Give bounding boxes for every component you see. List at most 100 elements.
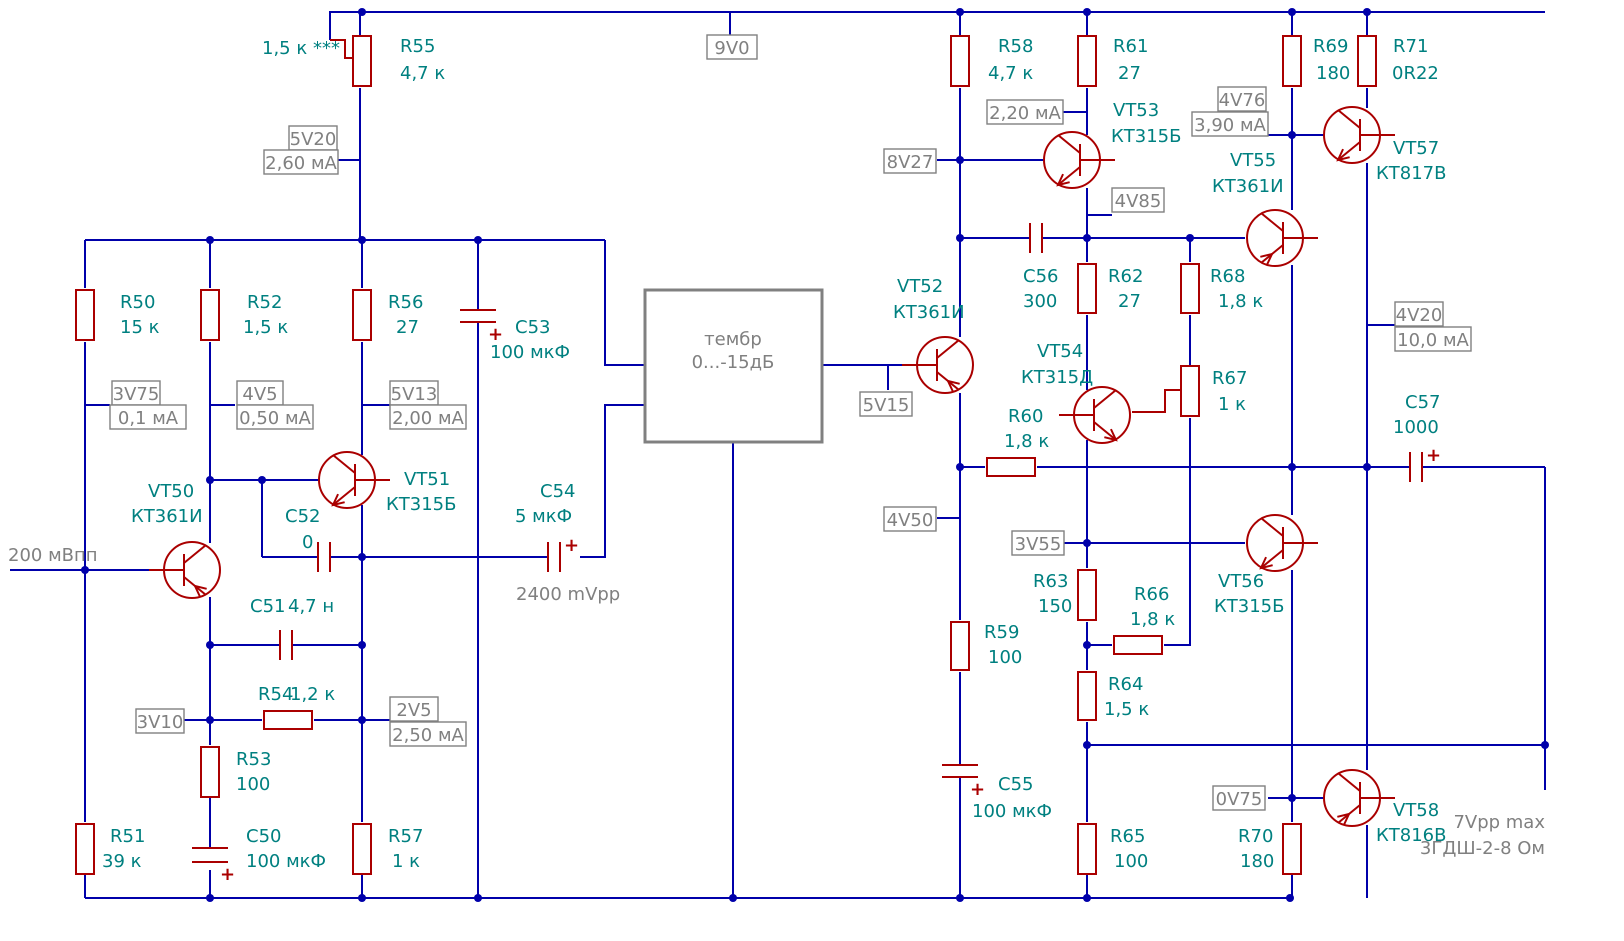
r60-label: R60 <box>1008 406 1043 427</box>
vt54-label: VT54 <box>1037 341 1083 362</box>
r62-resistor <box>1077 263 1097 314</box>
c50-value: 100 мкФ <box>246 851 326 872</box>
tp-supply-box <box>706 34 758 60</box>
output-note-speaker: 3ГДШ-2-8 Ом <box>1420 838 1545 859</box>
tone-block-title: тембр <box>704 329 762 350</box>
c57-capacitor: + <box>1409 445 1441 482</box>
c53-label: C53 <box>515 317 550 338</box>
c56-label: C56 <box>1023 266 1058 287</box>
r55-value: 4,7 к <box>400 63 445 84</box>
vt55-transistor <box>1246 209 1318 267</box>
svg-text:+: + <box>1426 445 1441 466</box>
r55-label: R55 <box>400 36 435 57</box>
junction <box>956 463 964 471</box>
svg-text:+: + <box>488 324 503 345</box>
vt57-transistor <box>1323 106 1395 164</box>
trim-note: 1,5 к *** <box>262 38 340 59</box>
r62-value: 27 <box>1118 291 1141 312</box>
r69-value: 180 <box>1316 63 1350 84</box>
junction <box>1288 794 1296 802</box>
r53-value: 100 <box>236 774 270 795</box>
r70-label: R70 <box>1238 826 1273 847</box>
tp-4v20-box <box>1394 301 1444 327</box>
junction <box>956 8 964 16</box>
r59-label: R59 <box>984 622 1019 643</box>
junction <box>729 894 737 902</box>
c52-capacitor <box>317 542 331 572</box>
vt51-part: КТ315Б <box>386 494 456 515</box>
junction <box>956 234 964 242</box>
tp-3v10: 3V10 <box>137 712 184 733</box>
c57-label: C57 <box>1405 392 1440 413</box>
c53-capacitor: + <box>460 309 503 345</box>
r64-label: R64 <box>1108 674 1143 695</box>
c56-value: 300 <box>1023 291 1057 312</box>
r55-wiper <box>330 39 352 59</box>
junction <box>1083 894 1091 902</box>
vt57-part: КТ817В <box>1376 163 1446 184</box>
tp-3v90ma: 3,90 мА <box>1194 115 1266 136</box>
tp-2v50ma: 2,50 мА <box>392 725 464 746</box>
junction <box>1288 8 1296 16</box>
r66-value: 1,8 к <box>1130 609 1175 630</box>
tp-supply: 9V0 <box>714 38 749 59</box>
junction <box>956 894 964 902</box>
junction <box>206 716 214 724</box>
r70-value: 180 <box>1240 851 1274 872</box>
junction <box>1288 463 1296 471</box>
tp-3v55-box <box>1011 530 1065 556</box>
tp-4v85: 4V85 <box>1115 191 1162 212</box>
c50-label: C50 <box>246 826 281 847</box>
svg-text:+: + <box>564 535 579 556</box>
c51-value: 4,7 н <box>288 596 334 617</box>
tp-5v13: 5V13 <box>391 384 438 405</box>
c54-capacitor: + <box>547 535 579 572</box>
vt50-transistor <box>149 541 221 599</box>
vt51-transistor <box>318 451 390 509</box>
tp-0v75-box <box>1212 785 1266 811</box>
r63-resistor <box>1077 569 1097 621</box>
r54-label: R54 <box>258 684 293 705</box>
r65-label: R65 <box>1110 826 1145 847</box>
r70-resistor <box>1282 823 1302 875</box>
junction <box>1186 234 1194 242</box>
r61-value: 27 <box>1118 63 1141 84</box>
input-signal: 200 мВпп <box>8 545 98 566</box>
vt57-label: VT57 <box>1393 138 1439 159</box>
tp-2v5-box <box>389 696 439 722</box>
c54-label: C54 <box>540 481 575 502</box>
r56-label: R56 <box>388 292 423 313</box>
c56-capacitor <box>1029 223 1043 253</box>
tp-8v27: 8V27 <box>887 152 934 173</box>
r69-resistor <box>1282 35 1302 87</box>
r58-value: 4,7 к <box>988 63 1033 84</box>
c51-label: C51 <box>250 596 285 617</box>
tone-block-range: 0...-15дБ <box>692 352 775 373</box>
components: +++++ <box>75 35 1441 885</box>
junction <box>1083 539 1091 547</box>
tp-4v5-box <box>236 380 284 406</box>
r56-resistor <box>352 289 372 341</box>
junction <box>1286 894 1294 902</box>
tp-2v00ma: 2,00 мА <box>392 408 464 429</box>
junction <box>1363 8 1371 16</box>
output-note-max: 7Vpp max <box>1453 812 1545 833</box>
vt56-transistor <box>1246 514 1318 572</box>
vt55-part: КТ361И <box>1212 176 1284 197</box>
vt53-transistor <box>1043 131 1115 189</box>
junction <box>1541 741 1549 749</box>
r67-value: 1 к <box>1218 394 1246 415</box>
r59-resistor <box>950 621 970 671</box>
tp-8v27-box <box>883 148 937 174</box>
tp-10v0ma: 10,0 мА <box>1397 330 1469 351</box>
junction <box>358 8 366 16</box>
tp-5v15-box <box>859 391 913 417</box>
r67-label: R67 <box>1212 368 1247 389</box>
junction <box>358 641 366 649</box>
svg-text:+: + <box>220 864 235 885</box>
r52-resistor <box>200 289 220 341</box>
r68-value: 1,8 к <box>1218 291 1263 312</box>
vt53-label: VT53 <box>1113 100 1159 121</box>
vt58-label: VT58 <box>1393 800 1439 821</box>
